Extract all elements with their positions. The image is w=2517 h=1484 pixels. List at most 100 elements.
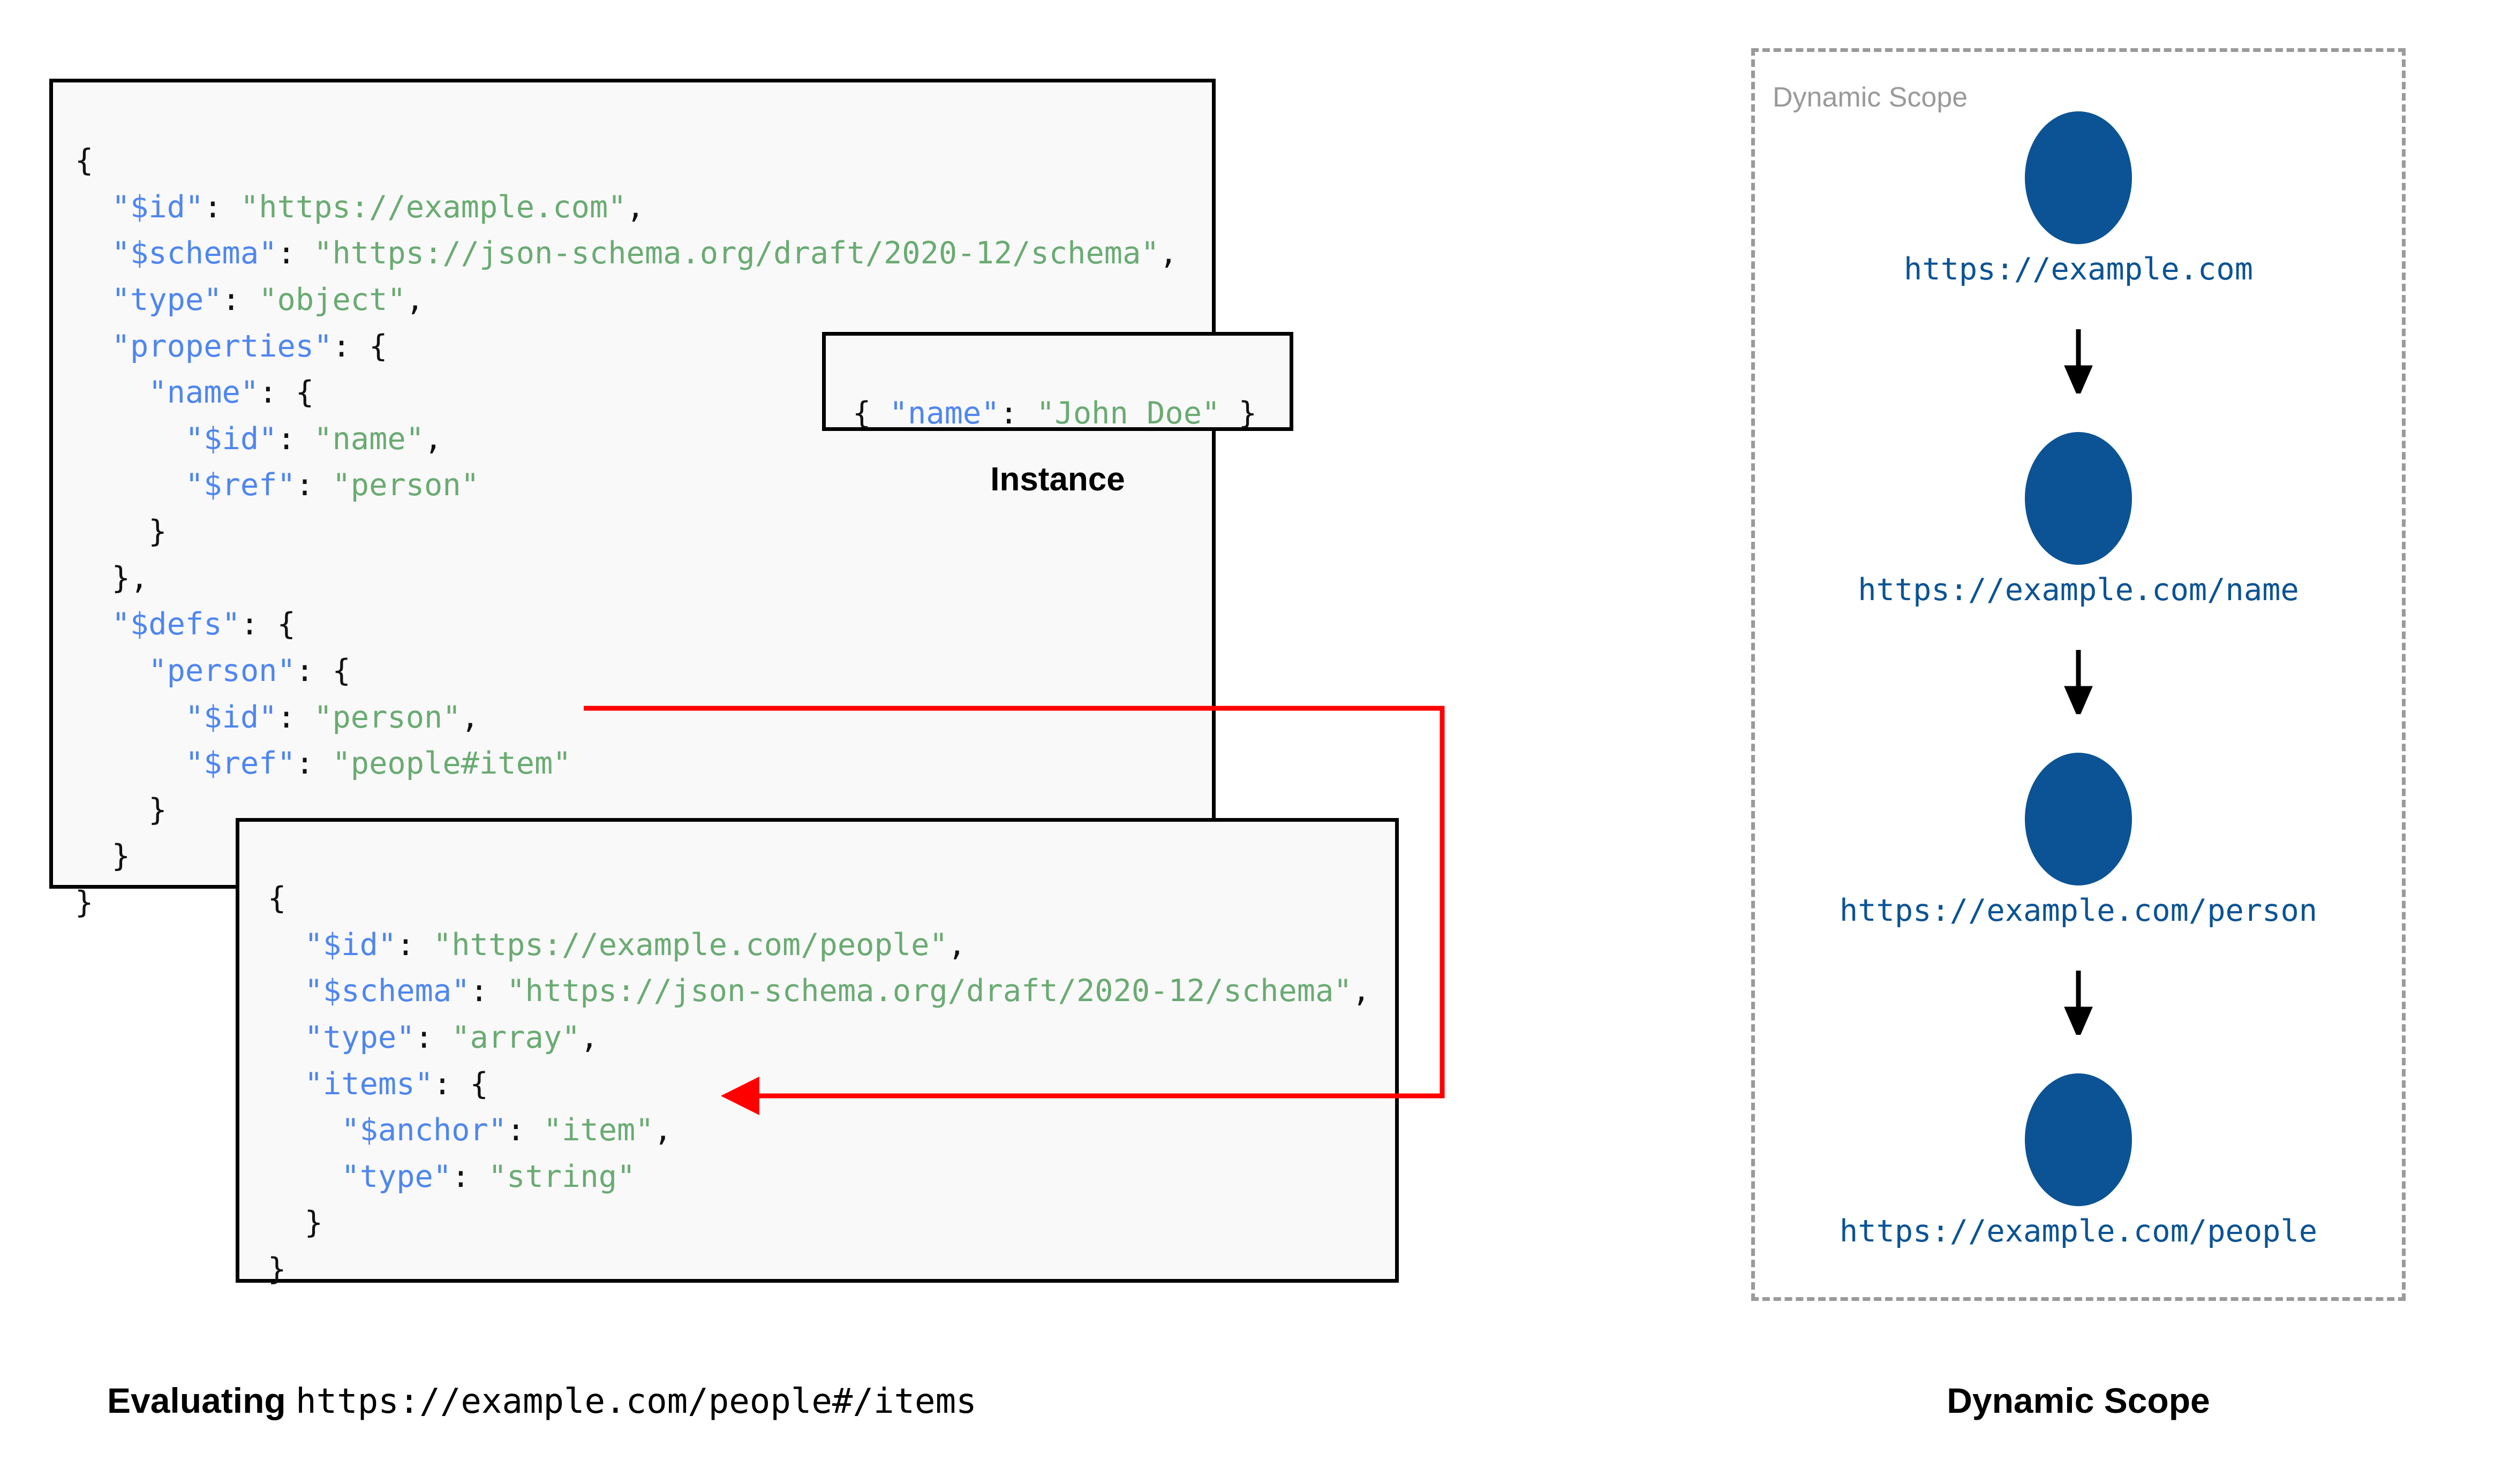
code-token: "$ref" (185, 467, 296, 503)
code-token: "name" (314, 421, 425, 457)
instance-box (822, 332, 1293, 431)
code-token: "name" (889, 396, 1000, 431)
code-token: "$id" (304, 927, 397, 963)
code-token (75, 467, 185, 503)
code-token (268, 1112, 341, 1148)
root-schema-code: { "$id": "https://example.com", "$schema… (75, 138, 1178, 926)
scope-chain-down-arrow-icon (2064, 329, 2093, 393)
code-token: , (405, 282, 425, 317)
code-token: { (75, 143, 94, 178)
evaluating-caption: Evaluating https://example.com/people#/i… (107, 1380, 977, 1421)
code-token: { (268, 881, 287, 916)
code-token: "string" (488, 1159, 636, 1194)
code-token: "John Doe" (1036, 396, 1220, 431)
code-token: "person" (314, 699, 461, 735)
code-token (75, 236, 112, 271)
code-token: "https://example.com" (240, 189, 627, 225)
code-token: : (999, 396, 1037, 431)
code-token: , (580, 1019, 599, 1055)
code-token (268, 927, 305, 963)
code-token: "https://json-schema.org/draft/2020-12/s… (314, 236, 1159, 271)
code-token: } (75, 885, 94, 920)
code-token: : (277, 236, 314, 271)
code-token: : { (332, 328, 388, 364)
scope-chain-down-arrow-icon (2064, 971, 2093, 1035)
code-token: , (653, 1112, 673, 1148)
scope-node-label: https://example.com (1903, 252, 2254, 287)
evaluating-caption-prefix: Evaluating (107, 1381, 286, 1420)
code-token: "type" (111, 282, 222, 317)
instance-label: Instance (990, 461, 1125, 498)
code-token: "type" (304, 1019, 415, 1055)
code-token: "object" (259, 282, 406, 317)
code-token (75, 653, 148, 688)
code-token: } (268, 1252, 287, 1287)
code-token: : (507, 1112, 544, 1148)
code-token: "person" (332, 467, 479, 503)
code-token (75, 421, 185, 457)
code-token: , (424, 421, 443, 457)
code-token: "type" (341, 1159, 452, 1194)
code-token (268, 1159, 341, 1194)
code-token: "people#item" (332, 746, 571, 782)
scope-node-circle (2025, 1073, 2132, 1206)
people-schema-code: { "$id": "https://example.com/people", "… (268, 875, 1370, 1293)
code-token: "$ref" (185, 746, 296, 782)
code-token: : (204, 189, 240, 225)
code-token (75, 607, 112, 642)
code-token: : { (433, 1066, 488, 1102)
code-token: "array" (451, 1019, 581, 1055)
code-token: } (75, 792, 167, 828)
code-token: , (1352, 973, 1371, 1009)
code-token: "$id" (111, 189, 204, 225)
code-token: , (626, 189, 645, 225)
code-token: , (461, 699, 480, 735)
code-token: : (396, 927, 433, 963)
code-token: "$defs" (111, 607, 240, 642)
code-token: } (75, 514, 167, 549)
instance-code: { "name": "John Doe" } (853, 390, 1257, 437)
code-token: } (75, 838, 130, 874)
code-token (75, 329, 112, 364)
code-token (75, 282, 112, 317)
evaluating-caption-uri: https://example.com/people#/items (296, 1382, 977, 1421)
code-token: "https://json-schema.org/draft/2020-12/s… (507, 973, 1352, 1009)
code-token: "person" (148, 653, 296, 688)
code-token: : { (295, 653, 351, 688)
code-token: "item" (543, 1112, 654, 1148)
people-schema-box (236, 818, 1399, 1283)
scope-node-label: https://example.com/people (1839, 1214, 2318, 1249)
scope-node-label: https://example.com/name (1858, 572, 2299, 608)
ref-connector-arrow (584, 706, 1445, 1115)
code-token: : (470, 973, 507, 1009)
code-token: } (1220, 396, 1257, 431)
scope-node-label: https://example.com/person (1839, 893, 2318, 928)
code-token: "items" (304, 1066, 433, 1102)
code-token: "$id" (185, 699, 277, 735)
code-token: : { (259, 375, 314, 411)
code-token: , (947, 927, 967, 963)
code-token: }, (75, 560, 149, 596)
code-token: : (415, 1019, 452, 1055)
code-token: "$id" (185, 421, 277, 457)
code-token: "$anchor" (341, 1112, 507, 1148)
code-token (75, 746, 185, 781)
code-token: "name" (148, 375, 259, 411)
code-token (268, 973, 305, 1009)
dynamic-scope-caption: Dynamic Scope (1947, 1381, 2210, 1420)
code-token (75, 375, 148, 410)
code-token: : (451, 1159, 488, 1194)
dynamic-scope-panel (1751, 48, 2406, 1301)
scope-chain-down-arrow-icon (2064, 650, 2093, 714)
root-schema-box (49, 79, 1216, 889)
code-token: "properties" (111, 328, 333, 364)
code-token (75, 700, 185, 735)
code-token: { (853, 396, 890, 431)
scope-node-circle (2025, 111, 2132, 244)
code-token: : (295, 467, 333, 503)
code-token (75, 190, 112, 225)
code-token (268, 1020, 305, 1055)
dynamic-scope-panel-label: Dynamic Scope (1773, 82, 1968, 113)
code-token: "https://example.com/people" (433, 927, 948, 963)
